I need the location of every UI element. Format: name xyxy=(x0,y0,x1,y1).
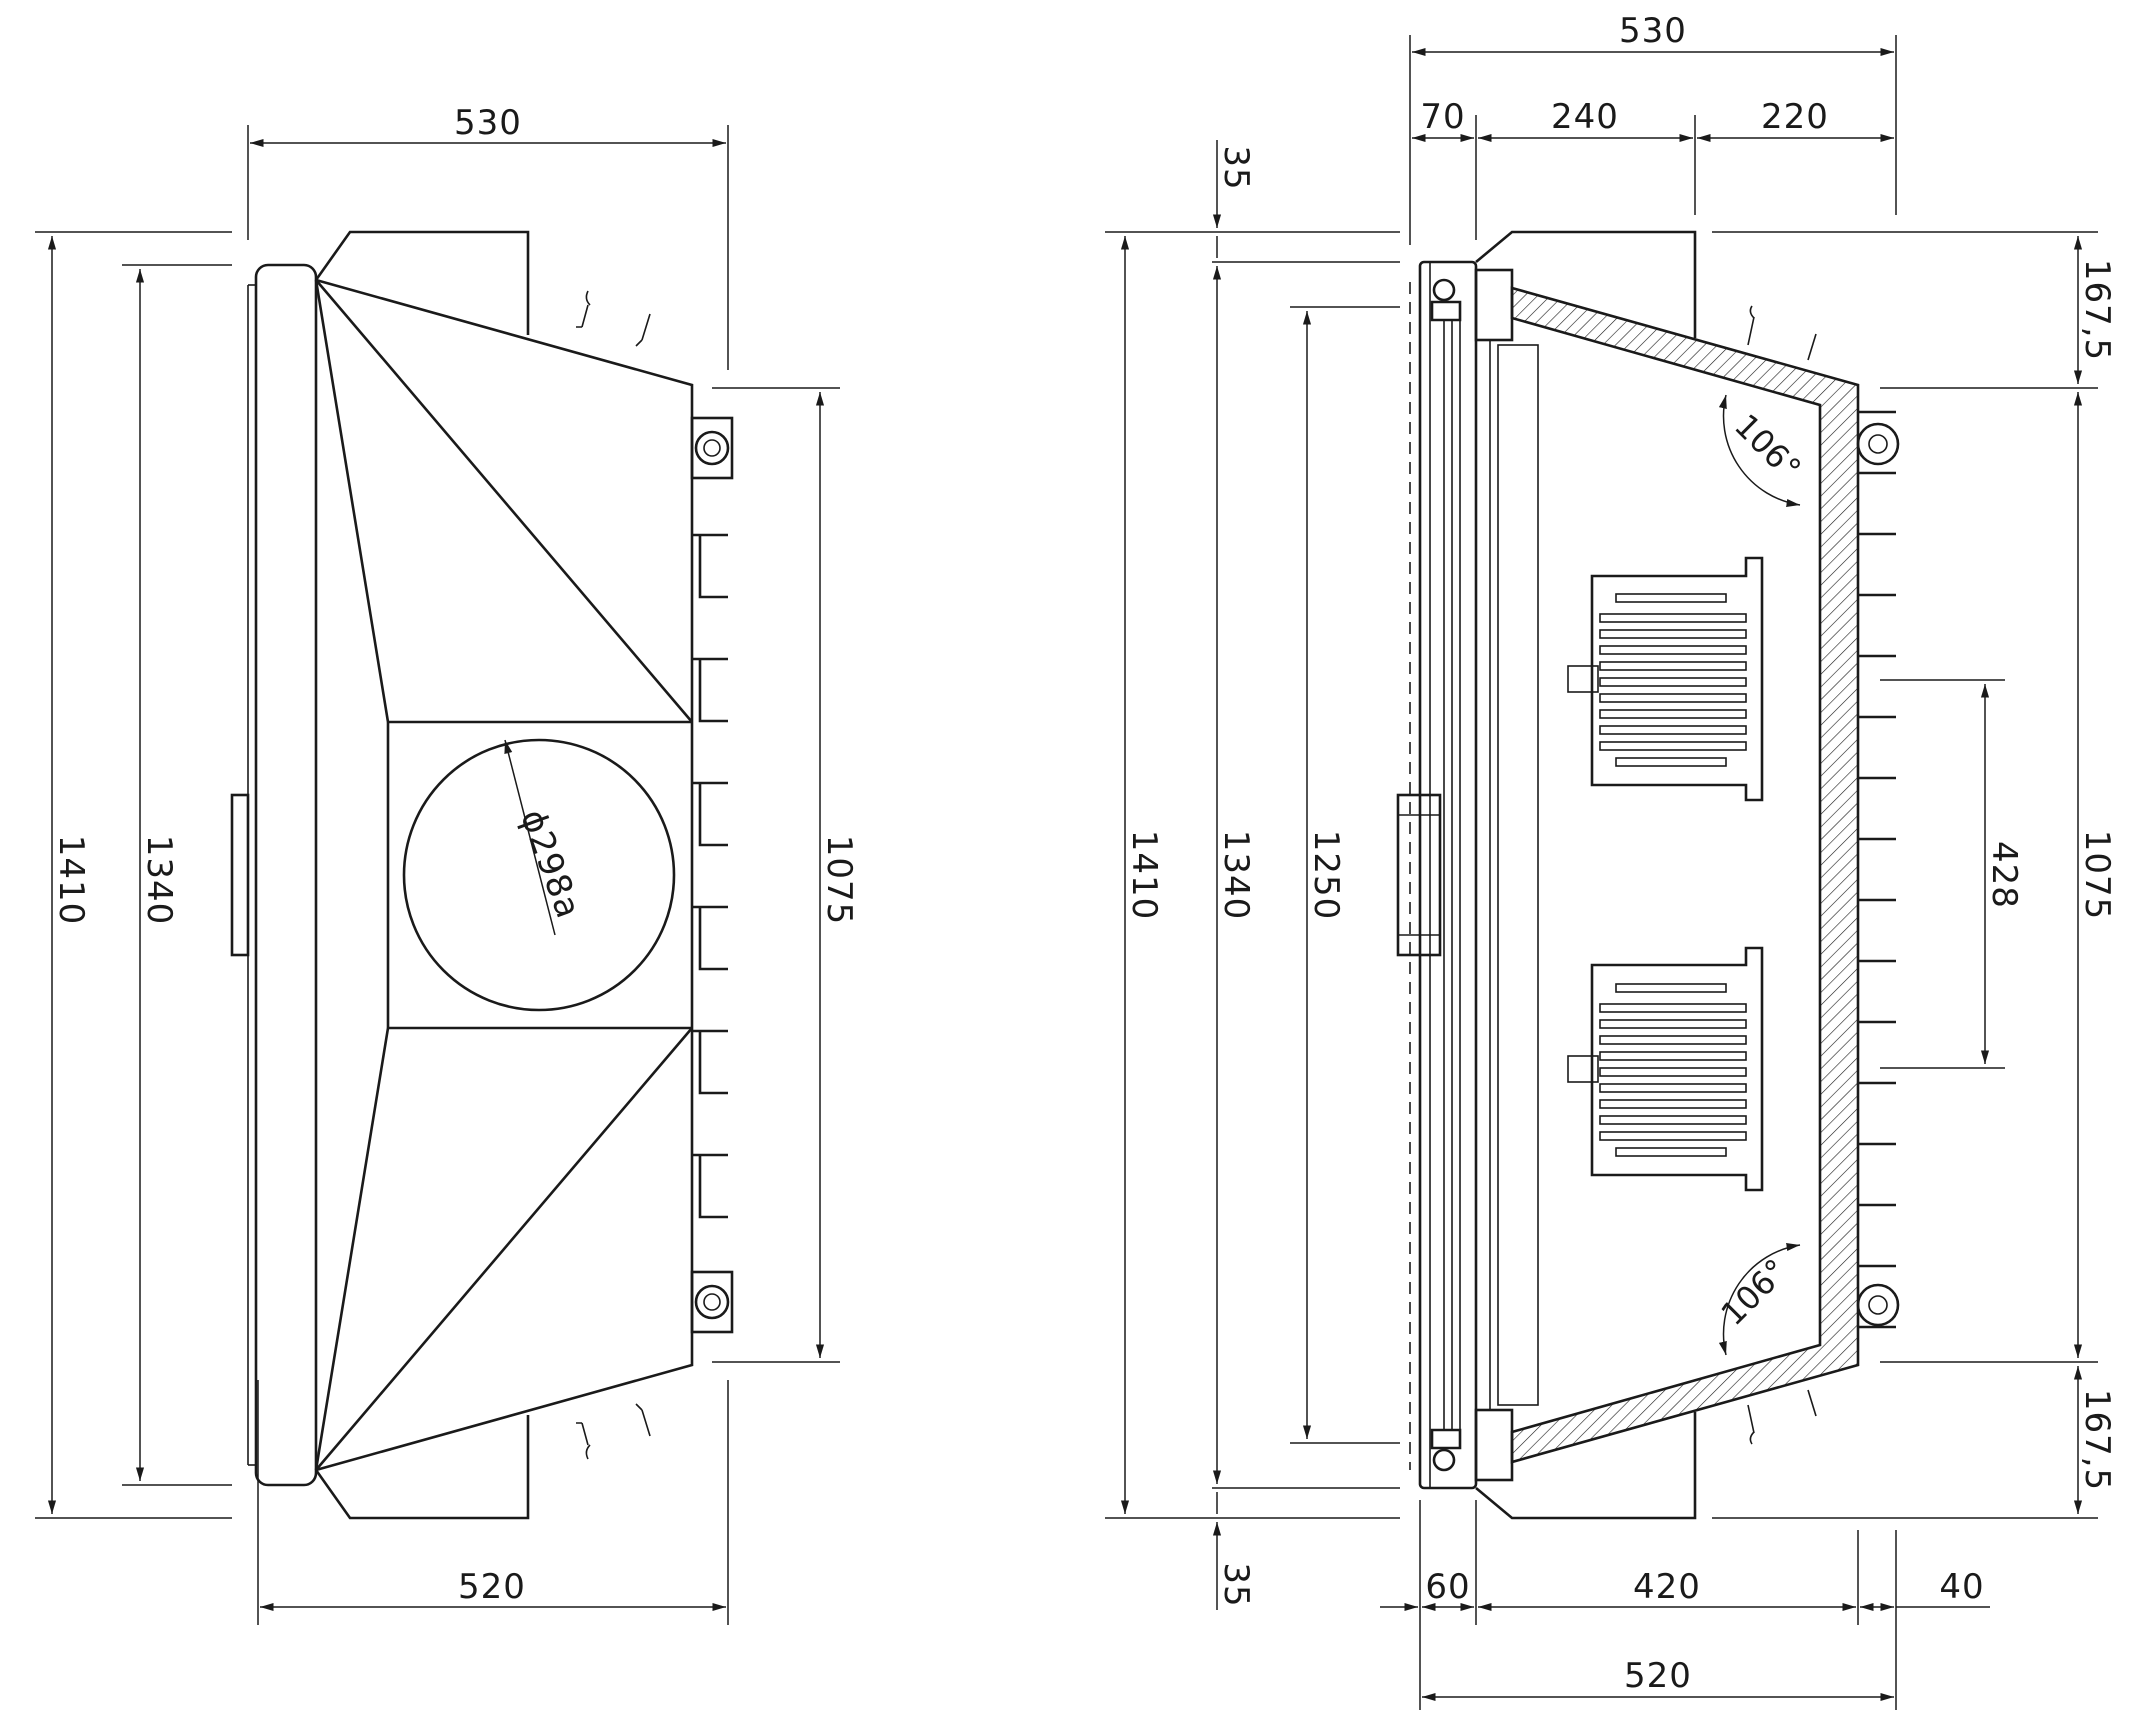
left-dim-bottom-width: 520 xyxy=(458,1567,526,1607)
right-top-flange xyxy=(1475,230,1697,338)
right-grate-bottom xyxy=(1567,946,1764,1192)
left-handle xyxy=(230,793,250,957)
right-block-top xyxy=(1474,268,1514,342)
right-dim-height-bolts: 1075 xyxy=(2077,830,2117,921)
right-rebar-top xyxy=(1747,305,1817,361)
left-dim-height-frame: 1340 xyxy=(139,835,179,926)
right-teeth xyxy=(1858,410,1896,1329)
right-dim-bottom-a: 60 xyxy=(1425,1567,1470,1607)
right-handle xyxy=(1396,793,1442,957)
right-view: 106° 106° 530 70 240 220 60 420 40 520 xyxy=(1105,11,2117,1710)
left-dim-diameter: ϕ298a xyxy=(512,804,588,924)
right-grate-top xyxy=(1567,556,1764,802)
right-dim-height-grates: 428 xyxy=(1984,841,2024,909)
left-dim-height-outer: 1410 xyxy=(51,835,91,926)
right-dim-height-inner: 1250 xyxy=(1306,830,1346,921)
left-dim-height-bolts: 1075 xyxy=(819,835,859,926)
right-rebar-bottom xyxy=(1747,1389,1817,1445)
right-dim-top-end: 167,5 xyxy=(2077,259,2117,361)
left-dim-top-width: 530 xyxy=(454,103,522,143)
right-dim-top-b: 240 xyxy=(1551,97,1619,137)
left-rebar-top xyxy=(576,290,651,347)
right-bottom-flange xyxy=(1475,1412,1697,1520)
right-dim-offset-top: 35 xyxy=(1216,145,1256,190)
left-teeth xyxy=(692,533,728,1219)
right-hinge-bottom xyxy=(1430,1428,1462,1472)
left-bolt-bottom xyxy=(690,1270,734,1334)
right-dim-bottom-end: 167,5 xyxy=(2077,1389,2117,1491)
right-angle-bottom: 106° xyxy=(1714,1252,1795,1333)
left-body xyxy=(315,278,694,1472)
right-dim-bottom-width: 520 xyxy=(1624,1656,1692,1696)
right-dim-bottom-b: 420 xyxy=(1633,1567,1701,1607)
left-bottom-flange xyxy=(314,1415,530,1520)
right-dim-height-outer: 1410 xyxy=(1124,830,1164,921)
left-opening-circle xyxy=(402,738,676,1012)
right-bolt-top xyxy=(1856,422,1900,466)
right-dim-top-c: 220 xyxy=(1761,97,1829,137)
right-block-bottom xyxy=(1474,1408,1514,1482)
right-dim-top-a: 70 xyxy=(1420,97,1465,137)
right-angle-top: 106° xyxy=(1727,407,1808,488)
left-view: 530 520 1410 1340 1075 ϕ298a xyxy=(35,103,859,1625)
left-front-frame xyxy=(254,263,318,1487)
left-top-flange xyxy=(314,230,530,335)
right-dim-height-frame: 1340 xyxy=(1216,830,1256,921)
right-dim-bottom-c: 40 xyxy=(1939,1567,1984,1607)
right-front-frame xyxy=(1418,260,1478,1490)
right-hatched-wall xyxy=(1510,286,1860,1464)
right-bolt-bottom xyxy=(1856,1283,1900,1327)
right-dim-offset-bottom: 35 xyxy=(1216,1562,1256,1607)
right-hinge-top xyxy=(1430,278,1462,322)
left-bolt-top xyxy=(690,416,734,480)
right-dim-top-width: 530 xyxy=(1619,11,1687,51)
left-rebar-bottom xyxy=(576,1403,651,1460)
